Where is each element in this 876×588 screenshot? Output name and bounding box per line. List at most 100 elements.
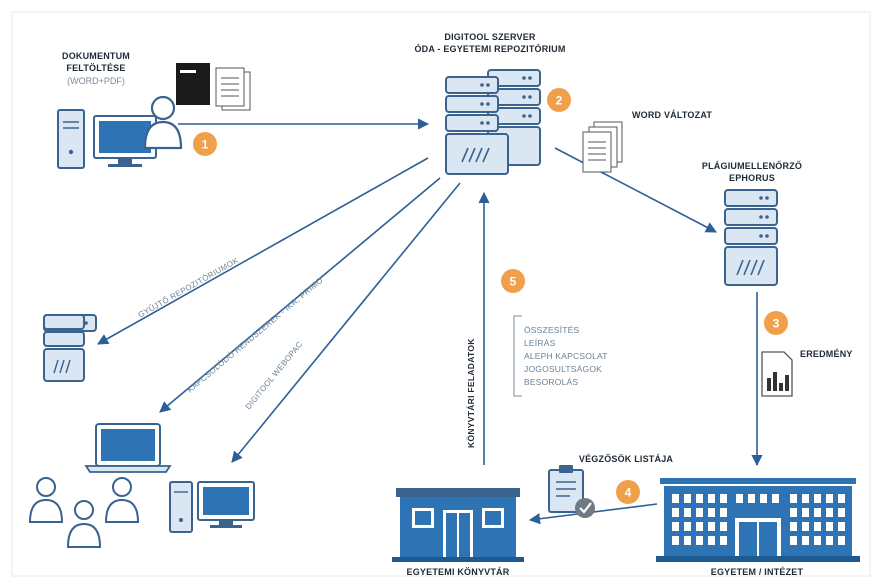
frame-border (11, 11, 871, 577)
library-label: EGYETEMI KÖNYVTÁR (407, 567, 510, 577)
arrow-server-to-plagiarism (554, 147, 717, 233)
collector-repository-server-icon (43, 314, 97, 382)
upload-subtitle: (WORD+PDF) (67, 76, 125, 86)
building-window (672, 494, 679, 503)
building-window (696, 508, 703, 517)
building-window (720, 508, 727, 517)
server-title-line2: ÓDA - EGYETEMI REPOZITÓRIUM (414, 43, 565, 54)
channel-connected-label: KAPCSOLÓDÓ RENDSZEREK - IKR, PRIMO (186, 276, 325, 395)
building-window (696, 494, 703, 503)
university-building-icon (656, 478, 860, 562)
step-number: 3 (773, 317, 780, 331)
building-window (684, 522, 691, 531)
library-tasks: KÖNYVTÁRI FELADATOK ÖSSZESÍTÉS LEÍRÁS AL… (466, 315, 608, 448)
arrow-server-to-webopac (231, 182, 461, 463)
step-number: 4 (625, 486, 632, 500)
word-version-label: WORD VÁLTOZAT (632, 110, 712, 120)
library-building-icon (392, 488, 524, 562)
building-window (720, 494, 727, 503)
clipboard-check-icon (548, 465, 595, 518)
result-label: EREDMÉNY (800, 349, 853, 359)
building-window (720, 536, 727, 545)
building-window (802, 536, 809, 545)
upload-title-line2: FELTÖLTÉSE (66, 63, 125, 73)
result: EREDMÉNY (761, 349, 853, 397)
building-window (708, 494, 715, 503)
step-badge-3: 3 (764, 311, 788, 335)
upload-station: DOKUMENTUM FELTÖLTÉSE (WORD+PDF) (57, 51, 251, 169)
building-window (790, 522, 797, 531)
task-item: ALEPH KAPCSOLAT (524, 351, 608, 361)
plagiarism-title-line1: PLÁGIUMELLENŐRZŐ (702, 160, 802, 171)
building-window (826, 536, 833, 545)
task-item: LEÍRÁS (524, 338, 556, 348)
report-chart-icon (761, 351, 793, 397)
building-window (708, 536, 715, 545)
building-window (838, 494, 845, 503)
user-icon (143, 95, 183, 150)
building-window (814, 494, 821, 503)
building-window (826, 522, 833, 531)
building-window (672, 536, 679, 545)
building-window (838, 522, 845, 531)
building-window (736, 494, 743, 503)
graduates-list-label: VÉGZŐSÖK LISTÁJA (579, 453, 674, 464)
arrow-server-to-connected (159, 177, 441, 413)
arrow-server-to-collector (97, 157, 429, 345)
building-window (696, 536, 703, 545)
step-badge-1: 1 (193, 132, 217, 156)
building-window (748, 494, 755, 503)
task-item: ÖSSZESÍTÉS (524, 325, 580, 335)
step-number: 5 (510, 275, 517, 289)
plagiarism-server-icon (724, 189, 778, 286)
building-window (814, 536, 821, 545)
word-documents-icon (582, 121, 623, 173)
university: EGYETEM / INTÉZET (656, 478, 860, 577)
building-window (802, 522, 809, 531)
building-window (814, 522, 821, 531)
library: EGYETEMI KÖNYVTÁR (392, 488, 524, 577)
building-window (672, 508, 679, 517)
building-window (838, 536, 845, 545)
public-computer-icon (169, 481, 255, 533)
upload-title-line1: DOKUMENTUM (62, 51, 130, 61)
building-window (838, 508, 845, 517)
building-window (790, 508, 797, 517)
task-item: BESOROLÁS (524, 377, 578, 387)
building-window (684, 494, 691, 503)
building-window (696, 522, 703, 531)
task-item: JOGOSULTSÁGOK (524, 364, 602, 374)
arrows (97, 118, 763, 525)
building-window (802, 508, 809, 517)
building-window (684, 508, 691, 517)
building-window (790, 536, 797, 545)
documents-icon (176, 63, 251, 111)
step-number: 1 (202, 138, 209, 152)
tower-computer-icon (57, 109, 85, 169)
step-number: 2 (556, 94, 563, 108)
building-window (760, 494, 767, 503)
server-title-line1: DIGITOOL SZERVER (444, 32, 536, 42)
building-window (814, 508, 821, 517)
plagiarism-checker: PLÁGIUMELLENŐRZŐ EPHORUS (702, 160, 802, 286)
building-window (708, 522, 715, 531)
laptop-icon (84, 423, 172, 473)
users-group-icon (28, 477, 140, 548)
graduates-list: VÉGZŐSÖK LISTÁJA (548, 453, 674, 518)
building-window (802, 494, 809, 503)
channel-collector-label: GYŰJTŐ REPOZITÓRIUMOK (137, 256, 241, 320)
server-stack-front-icon (445, 76, 509, 175)
building-window (708, 508, 715, 517)
building-window (684, 536, 691, 545)
step-badges: 1 2 3 4 5 (193, 88, 788, 504)
word-version: WORD VÁLTOZAT (582, 110, 712, 173)
building-window (826, 508, 833, 517)
plagiarism-title-line2: EPHORUS (729, 173, 775, 183)
digitool-server: DIGITOOL SZERVER ÓDA - EGYETEMI REPOZITÓ… (414, 32, 565, 175)
building-window (790, 494, 797, 503)
channel-webopac-label: DIGITOOL WEBOPAC (244, 340, 305, 412)
building-window (772, 494, 779, 503)
building-window (826, 494, 833, 503)
